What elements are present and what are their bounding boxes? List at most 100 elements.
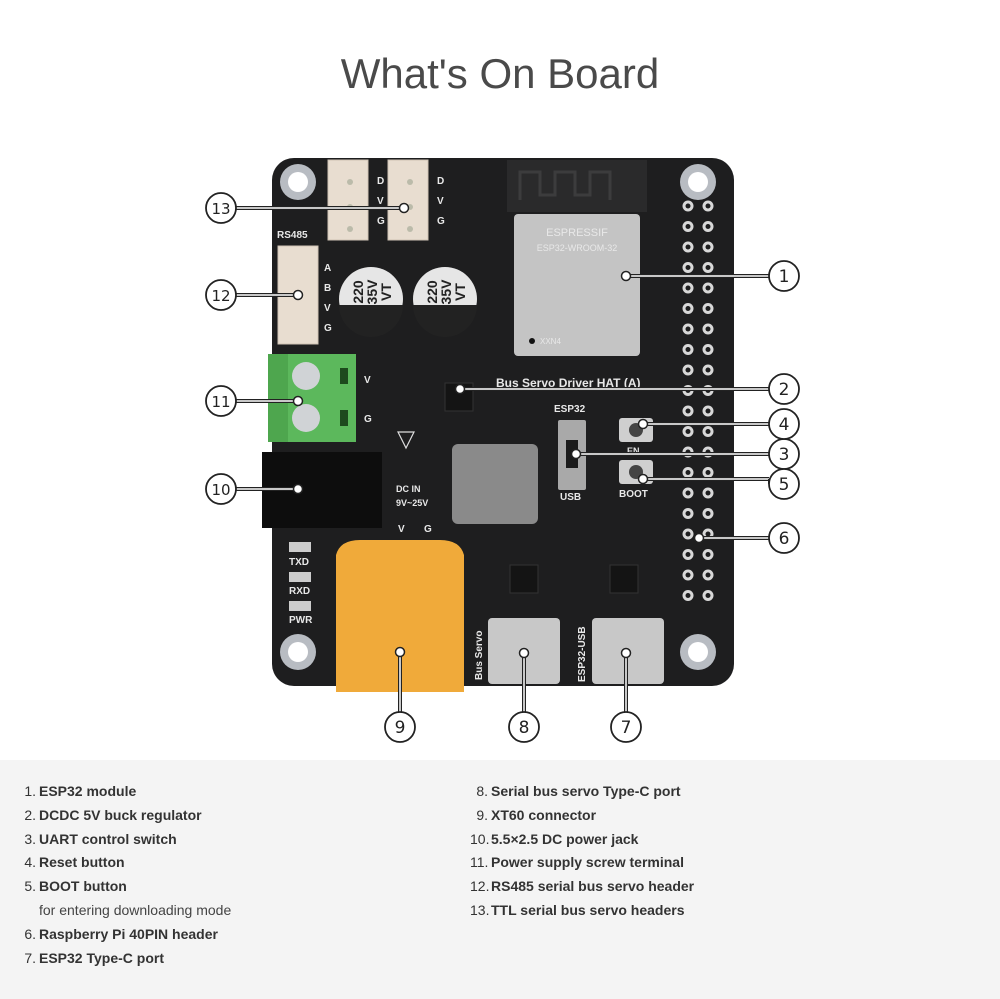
legend-item-subtext: for entering downloading mode	[39, 901, 232, 918]
capacitor-voltage: 35V	[364, 279, 380, 305]
board-diagram: D V G D V G RS485 A B V G 220 35V VT 220…	[205, 158, 800, 743]
callout-3: 3	[570, 438, 800, 470]
legend-item: 6.Raspberry Pi 40PIN header	[24, 925, 218, 942]
legend-item: 4.Reset button	[24, 854, 125, 871]
callout-number: 10	[211, 481, 230, 499]
callout-circle	[768, 468, 800, 500]
callout-8: 8	[508, 647, 540, 743]
callout-dot	[518, 647, 530, 659]
callout-6: 6	[693, 522, 800, 554]
ttl-pin-label: G	[377, 216, 385, 227]
legend-item: 7.ESP32 Type-C port	[24, 949, 164, 966]
led-label: TXD	[289, 557, 309, 568]
ttl-pin-label: D	[437, 176, 444, 187]
ttl-servo-headers	[327, 159, 429, 241]
callout-dot	[620, 647, 632, 659]
dc-in-label: DC IN	[396, 484, 421, 494]
callout-number: 3	[779, 445, 790, 465]
callout-1: 1	[620, 260, 800, 292]
terminal-pin-label: V	[364, 375, 371, 386]
board-name: Bus Servo Driver HAT (A)	[496, 376, 640, 390]
callout-number: 5	[779, 475, 790, 495]
screw-terminal	[268, 354, 356, 442]
callout-dot	[637, 418, 649, 430]
ttl-pin-label: V	[437, 196, 444, 207]
capacitor: 220 35V VT	[413, 267, 477, 337]
callout-circle	[384, 711, 416, 743]
module-code: XXN4	[540, 337, 561, 346]
legend-item: 10.5.5×2.5 DC power jack	[470, 830, 639, 847]
callout-4: 4	[637, 408, 800, 440]
led-label: PWR	[289, 615, 313, 626]
callout-number: 11	[211, 393, 230, 411]
callout-7: 7	[610, 647, 642, 743]
dc-range-label: 9V~25V	[396, 498, 428, 508]
legend-item: 11.Power supply screw terminal	[470, 854, 684, 871]
callout-circle	[768, 408, 800, 440]
callout-number: 6	[779, 529, 790, 549]
legend-item: 8.Serial bus servo Type-C port	[476, 783, 681, 799]
callout-number: 8	[519, 718, 530, 738]
callout-2: 2	[454, 373, 800, 405]
capacitor-value: 220	[350, 280, 366, 304]
callout-dot	[292, 289, 304, 301]
callout-circle	[768, 522, 800, 554]
en-label: EN	[627, 446, 640, 456]
legend-item: 3.UART control switch	[24, 830, 177, 847]
rs485-pin-label: B	[324, 283, 331, 294]
callout-dot	[693, 532, 705, 544]
callout-circle	[205, 279, 237, 311]
bus-servo-port-label: Bus Servo	[474, 631, 485, 680]
xt60-connector	[336, 540, 464, 692]
ttl-pin-label: V	[377, 196, 384, 207]
ttl-pin-label: G	[437, 216, 445, 227]
legend-column-right: 8.Serial bus servo Type-C port 9.XT60 co…	[470, 780, 694, 923]
callout-number: 2	[779, 380, 790, 400]
callout-5: 5	[637, 468, 800, 500]
esp32-usb-port-label: ESP32-USB	[577, 626, 588, 682]
callout-circle	[768, 260, 800, 292]
callout-dot	[394, 646, 406, 658]
callout-dot	[292, 483, 304, 495]
rs485-pin-label: A	[324, 263, 331, 274]
switch-label-usb: USB	[560, 492, 581, 503]
page-title: What's On Board	[340, 50, 660, 97]
led-label: RXD	[289, 586, 310, 597]
callout-number: 13	[211, 200, 230, 218]
callout-circle	[768, 373, 800, 405]
diode-symbol	[397, 431, 415, 450]
legend-item: 5.BOOT button	[24, 878, 127, 895]
capacitor-type: VT	[452, 283, 468, 301]
callout-circle	[508, 711, 540, 743]
callout-number: 7	[621, 718, 632, 738]
capacitor-voltage: 35V	[438, 279, 454, 305]
legend-column-left: 1.ESP32 module 2.DCDC 5V buck regulator …	[22, 780, 231, 970]
capacitor: 220 35V VT	[339, 267, 403, 337]
esp32-module: ESPRESSIF ESP32-WROOM-32 XXN4	[507, 160, 647, 356]
callout-dot	[570, 448, 582, 460]
callout-dot	[292, 395, 304, 407]
usb-chip	[509, 564, 539, 594]
module-model: ESP32-WROOM-32	[537, 243, 618, 253]
legend-item: 9.XT60 connector	[476, 806, 597, 823]
xt60-pin-label: V	[398, 524, 405, 535]
callout-dot	[620, 270, 632, 282]
legend-item: 2.DCDC 5V buck regulator	[24, 806, 202, 823]
rs485-pin-label: V	[324, 303, 331, 314]
ttl-pin-label: D	[377, 176, 384, 187]
module-brand: ESPRESSIF	[546, 227, 608, 239]
callout-dot	[398, 202, 410, 214]
capacitor-type: VT	[378, 283, 394, 301]
callout-circle	[205, 473, 237, 505]
terminal-pin-label: G	[364, 414, 372, 425]
callout-10: 10	[205, 473, 304, 505]
callout-circle	[205, 192, 237, 224]
callout-12: 12	[205, 279, 304, 311]
switch-label-esp32: ESP32	[554, 404, 586, 415]
legend-panel: 1.ESP32 module 2.DCDC 5V buck regulator …	[0, 760, 1000, 999]
xt60-pin-label: G	[424, 524, 432, 535]
inductor	[452, 444, 538, 524]
legend-item: 13.TTL serial bus servo headers	[470, 901, 685, 918]
callout-number: 9	[395, 718, 406, 738]
